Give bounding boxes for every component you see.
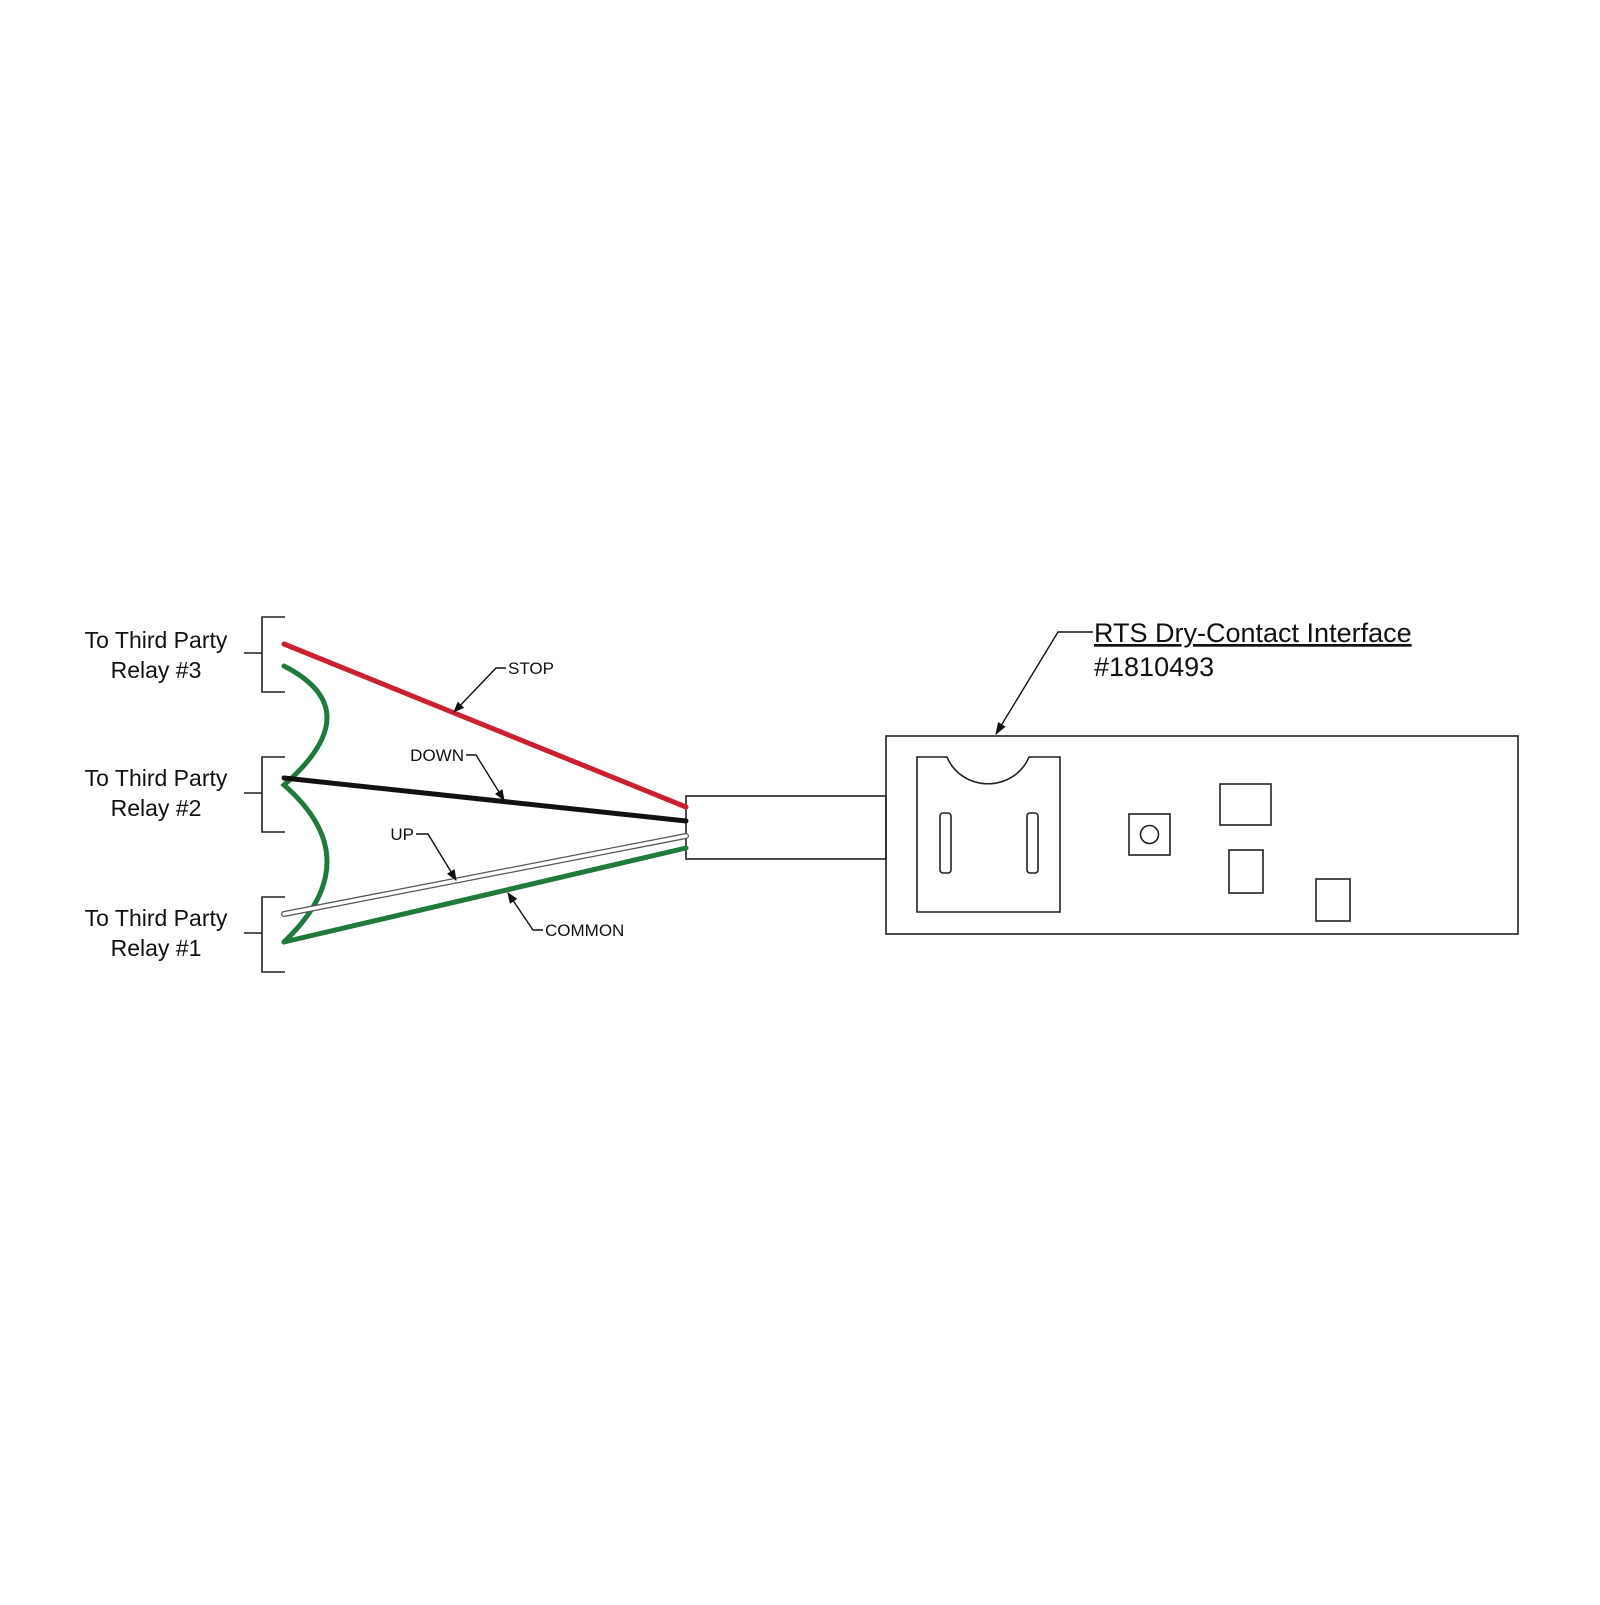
device-leader-arrow — [995, 631, 1093, 736]
device-title-callout: RTS Dry-Contact Interface #1810493 — [995, 618, 1412, 736]
stop-leader-arrow — [453, 667, 506, 713]
connector-pin-right — [1026, 812, 1039, 874]
up-label: UP — [390, 825, 414, 844]
down-wire — [281, 775, 689, 824]
stop-label: STOP — [508, 659, 554, 678]
push-button — [1128, 813, 1171, 856]
device-housing — [885, 735, 1519, 935]
relay-3-label: To Third Party Relay #3 — [85, 627, 228, 683]
relay-1-bracket — [244, 896, 285, 973]
up-leader-arrow — [416, 833, 457, 881]
up-callout: UP — [390, 825, 457, 881]
common-leader-arrow — [507, 892, 543, 931]
cable-sheath — [685, 795, 887, 860]
common-wire — [281, 845, 689, 945]
relay-1-label: To Third Party Relay #1 — [85, 905, 228, 961]
push-button-cap — [1139, 824, 1160, 845]
stop-wire — [281, 641, 689, 810]
relay-2-line2: Relay #2 — [111, 795, 202, 821]
relay-3-line2: Relay #3 — [111, 657, 202, 683]
stop-callout: STOP — [453, 659, 554, 713]
component-block-2 — [1228, 849, 1264, 894]
device-title: RTS Dry-Contact Interface — [1094, 618, 1412, 648]
relay-3-bracket — [244, 616, 285, 693]
relay-1-line2: Relay #1 — [111, 935, 202, 961]
common-jumper-wire — [280, 663, 330, 945]
relay-2-bracket — [244, 756, 285, 833]
down-callout: DOWN — [410, 746, 505, 801]
common-label: COMMON — [545, 921, 624, 940]
relay-3-line1: To Third Party — [85, 627, 228, 653]
connector-pin-left — [939, 812, 952, 874]
relay-2-label: To Third Party Relay #2 — [85, 765, 228, 821]
up-wire — [282, 834, 688, 916]
relay-1-line1: To Third Party — [85, 905, 228, 931]
down-leader-arrow — [466, 754, 505, 801]
relay-2-line1: To Third Party — [85, 765, 228, 791]
down-label: DOWN — [410, 746, 464, 765]
rts-dry-contact-interface — [885, 735, 1519, 935]
component-block-3 — [1315, 878, 1351, 922]
common-callout: COMMON — [507, 892, 624, 940]
connector-socket — [916, 756, 1061, 913]
device-part-number: #1810493 — [1094, 652, 1214, 682]
component-block-1 — [1219, 783, 1272, 826]
